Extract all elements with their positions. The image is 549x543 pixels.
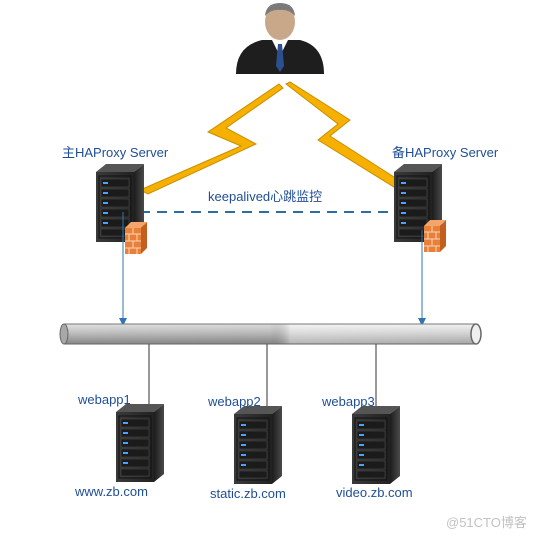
webapp3-name: webapp3 — [322, 394, 375, 409]
watermark: @51CTO博客 — [446, 515, 527, 530]
webapp3-domain: video.zb.com — [336, 485, 413, 500]
server-icon-webapp3 — [351, 405, 401, 485]
webapp2-name: webapp2 — [208, 394, 261, 409]
backup-server-label: 备HAProxy Server — [392, 145, 499, 160]
user-icon — [236, 3, 324, 74]
master-server-label: 主HAProxy Server — [62, 145, 169, 160]
lightning-icon-left — [138, 83, 284, 195]
network-bus-icon — [59, 323, 482, 345]
lightning-icon-right — [285, 81, 409, 193]
firewall-icon-master — [124, 221, 148, 255]
webapp1-name: webapp1 — [78, 392, 131, 407]
webapp2-domain: static.zb.com — [210, 486, 286, 501]
server-icon-webapp1 — [115, 403, 165, 483]
server-icon-webapp2 — [233, 405, 283, 485]
heartbeat-label: keepalived心跳监控 — [208, 189, 323, 204]
firewall-icon-backup — [423, 219, 447, 253]
webapp1-domain: www.zb.com — [75, 484, 148, 499]
